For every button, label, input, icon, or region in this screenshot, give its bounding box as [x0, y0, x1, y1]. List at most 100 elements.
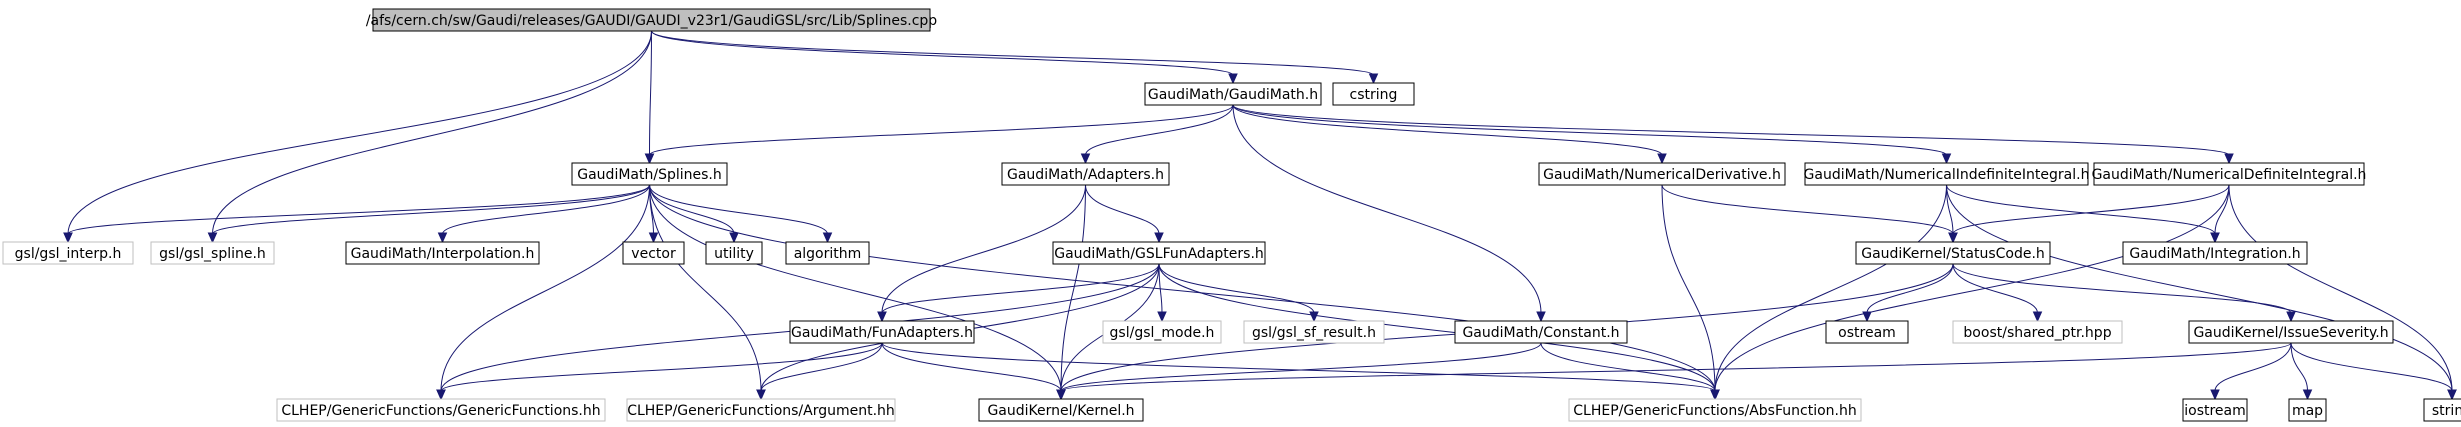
- arrowhead-splines_h-to-vector: [648, 232, 659, 244]
- node-label: GaudiMath/GaudiMath.h: [1148, 87, 1318, 103]
- edge-adapters_h-to-kernel_h: [1060, 184, 1086, 392]
- edge-issueseverity_h-to-string: [2290, 342, 2453, 392]
- node-box: [2182, 398, 2248, 422]
- node-box: [2423, 398, 2461, 422]
- edge-splines_h-to-utility: [649, 184, 735, 235]
- arrowhead-gaudimath_h-to-adapters_h: [1080, 153, 1091, 165]
- edge-numdef_h-to-absfunction_hh: [1714, 184, 2230, 392]
- edge-issueseverity_h-to-iostream: [2214, 342, 2292, 392]
- node-label: algorithm: [794, 246, 862, 262]
- edge-funadapters_h-to-genericfunctions_hh: [440, 342, 883, 392]
- node-label: GaudiMath/Integration.h: [2129, 246, 2300, 262]
- node-adapters_h[interactable]: GaudiMath/Adapters.h: [1001, 162, 1170, 186]
- node-interpolation_h[interactable]: GaudiMath/Interpolation.h: [345, 241, 540, 265]
- node-cstring[interactable]: cstring: [1332, 82, 1415, 106]
- node-absfunction_hh: CLHEP/GenericFunctions/AbsFunction.hh: [1568, 398, 1862, 422]
- arrowhead-gaudimath_h-to-numindef_h: [1941, 153, 1952, 165]
- node-genericfunctions_hh: CLHEP/GenericFunctions/GenericFunctions.…: [276, 398, 606, 422]
- node-constant_h[interactable]: GaudiMath/Constant.h: [1454, 320, 1628, 344]
- edge-numdef_h-to-string: [2228, 184, 2453, 392]
- node-issueseverity_h[interactable]: GaudiKernel/IssueSeverity.h: [2188, 320, 2394, 344]
- node-gsl_interp: gsl/gsl_interp.h: [2, 241, 134, 265]
- edge-splines_h-to-algorithm: [649, 184, 828, 235]
- node-box: [276, 398, 606, 422]
- node-gsl_sf_result: gsl/gsl_sf_result.h: [1243, 320, 1385, 344]
- node-kernel_h[interactable]: GaudiKernel/Kernel.h: [978, 398, 1144, 422]
- node-gsl_spline: gsl/gsl_spline.h: [150, 241, 275, 265]
- node-box: [789, 320, 975, 344]
- node-box: [1855, 241, 2051, 265]
- node-box: [1804, 162, 2089, 186]
- node-splines_cpp: /afs/cern.ch/sw/Gaudi/releases/GAUDI/GAU…: [366, 8, 937, 32]
- edge-gslfunadapters_h-to-absfunction_hh: [1158, 263, 1716, 392]
- edge-gaudimath_h-to-constant_h: [1232, 104, 1542, 314]
- edge-splines_h-to-kernel_h: [649, 184, 1062, 392]
- arrowhead-splines_cpp-to-gaudimath_h: [1228, 73, 1238, 85]
- arrowhead-gslfunadapters_h-to-funadapters_h: [877, 311, 887, 323]
- node-statuscode_h[interactable]: GaudiKernel/StatusCode.h: [1855, 241, 2051, 265]
- arrowhead-gslfunadapters_h-to-gsl_sf_result: [1309, 311, 1319, 323]
- node-box: [1952, 320, 2123, 344]
- node-splines_h[interactable]: GaudiMath/Splines.h: [571, 162, 728, 186]
- node-funadapters_h[interactable]: GaudiMath/FunAdapters.h: [789, 320, 975, 344]
- node-label: gsl/gsl_interp.h: [15, 246, 122, 262]
- node-box: [1052, 241, 1266, 265]
- node-string[interactable]: string: [2423, 398, 2461, 422]
- node-box: [2093, 162, 2365, 186]
- edge-funadapters_h-to-absfunction_hh: [881, 342, 1716, 392]
- node-gaudimath_h[interactable]: GaudiMath/GaudiMath.h: [1144, 82, 1322, 106]
- node-label: vector: [631, 246, 676, 262]
- edge-funadapters_h-to-argument_hh: [760, 342, 883, 392]
- node-label: gsl/gsl_mode.h: [1110, 325, 1215, 341]
- node-label: GaudiMath/Constant.h: [1462, 325, 1619, 341]
- node-vector[interactable]: vector: [622, 241, 685, 265]
- node-utility[interactable]: utility: [705, 241, 763, 265]
- node-box: [2288, 398, 2327, 422]
- arrowhead-gaudimath_h-to-numderiv_h: [1657, 153, 1667, 165]
- edge-gaudimath_h-to-numderiv_h: [1232, 104, 1663, 156]
- edge-splines_cpp-to-gaudimath_h: [651, 30, 1234, 76]
- edge-numindef_h-to-integration_h: [1946, 184, 2216, 235]
- edge-splines_h-to-argument_hh: [649, 184, 762, 392]
- node-argument_hh: CLHEP/GenericFunctions/Argument.hh: [626, 398, 896, 422]
- node-ostream[interactable]: ostream: [1825, 320, 1909, 344]
- edge-statuscode_h-to-ostream: [1866, 263, 1954, 314]
- arrowhead-statuscode_h-to-ostream: [1862, 311, 1872, 323]
- edge-splines_h-to-genericfunctions_hh: [440, 184, 650, 392]
- edge-numindef_h-to-string: [1946, 184, 2453, 392]
- node-box: [1568, 398, 1862, 422]
- node-algorithm[interactable]: algorithm: [785, 241, 870, 265]
- node-box: [1538, 162, 1786, 186]
- arrowhead-funadapters_h-to-argument_hh: [756, 389, 766, 401]
- node-numderiv_h[interactable]: GaudiMath/NumericalDerivative.h: [1538, 162, 1786, 186]
- arrowhead-constant_h-to-absfunction_hh: [1710, 389, 1720, 401]
- node-box: [1102, 320, 1222, 344]
- edge-splines_h-to-absfunction_hh: [649, 184, 1716, 392]
- node-numdef_h[interactable]: GaudiMath/NumericalDefiniteIntegral.h: [2092, 162, 2367, 186]
- node-box: [2122, 241, 2308, 265]
- node-label: GaudiMath/NumericalIndefiniteIntegral.h: [1804, 167, 2090, 183]
- edge-gaudimath_h-to-adapters_h: [1085, 104, 1234, 156]
- edge-gslfunadapters_h-to-gsl_sf_result: [1158, 263, 1315, 314]
- edge-adapters_h-to-gslfunadapters_h: [1085, 184, 1160, 235]
- node-label: GaudiMath/GSLFunAdapters.h: [1054, 246, 1264, 262]
- node-gslfunadapters_h[interactable]: GaudiMath/GSLFunAdapters.h: [1052, 241, 1266, 265]
- edge-splines_cpp-to-cstring: [651, 30, 1374, 76]
- node-iostream[interactable]: iostream: [2182, 398, 2248, 422]
- node-box: [1825, 320, 1909, 344]
- edge-splines_cpp-to-gsl_interp: [67, 30, 652, 235]
- node-gsl_mode: gsl/gsl_mode.h: [1102, 320, 1222, 344]
- node-map[interactable]: map: [2288, 398, 2327, 422]
- arrowhead-splines_h-to-gsl_spline: [207, 232, 218, 244]
- edge-gaudimath_h-to-numindef_h: [1232, 104, 1947, 156]
- node-integration_h[interactable]: GaudiMath/Integration.h: [2122, 241, 2308, 265]
- edge-issueseverity_h-to-kernel_h: [1060, 342, 2292, 392]
- edge-adapters_h-to-funadapters_h: [881, 184, 1086, 314]
- node-numindef_h[interactable]: GaudiMath/NumericalIndefiniteIntegral.h: [1804, 162, 2090, 186]
- node-box: [1243, 320, 1385, 344]
- node-label: GaudiKernel/StatusCode.h: [1861, 246, 2045, 262]
- arrowhead-adapters_h-to-gslfunadapters_h: [1154, 232, 1164, 244]
- edge-funadapters_h-to-kernel_h: [881, 342, 1062, 392]
- node-label: CLHEP/GenericFunctions/AbsFunction.hh: [1573, 403, 1856, 419]
- node-label: ostream: [1838, 325, 1896, 341]
